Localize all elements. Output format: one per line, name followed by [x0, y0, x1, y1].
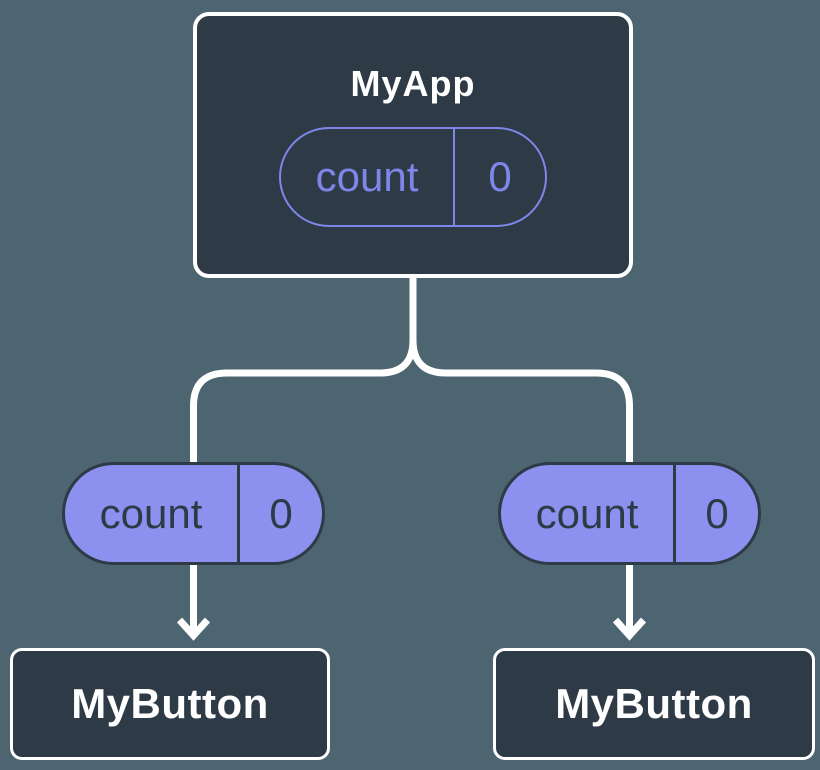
- left-prop-value: 0: [269, 489, 293, 537]
- root-prop-pill: count 0: [279, 127, 547, 227]
- node-mybutton-left: MyButton: [10, 648, 330, 760]
- fork-connector-left: [190, 272, 417, 466]
- prop-pill-left: count 0: [62, 462, 325, 565]
- prop-pill-right: count 0: [498, 462, 761, 565]
- arrow-head-right: [612, 617, 647, 641]
- left-node-label: MyButton: [71, 680, 269, 727]
- arrow-head-left: [176, 617, 211, 641]
- right-node-label: MyButton: [555, 680, 753, 727]
- root-prop-value: 0: [488, 153, 512, 200]
- root-prop-name: count: [281, 129, 455, 225]
- node-mybutton-right: MyButton: [493, 648, 815, 760]
- right-prop-value: 0: [705, 489, 729, 537]
- node-root-myapp: MyApp count 0: [193, 12, 633, 278]
- fork-connector-right: [409, 272, 633, 466]
- left-prop-name: count: [65, 465, 240, 562]
- right-prop-name: count: [501, 465, 676, 562]
- root-node-label: MyApp: [350, 63, 476, 104]
